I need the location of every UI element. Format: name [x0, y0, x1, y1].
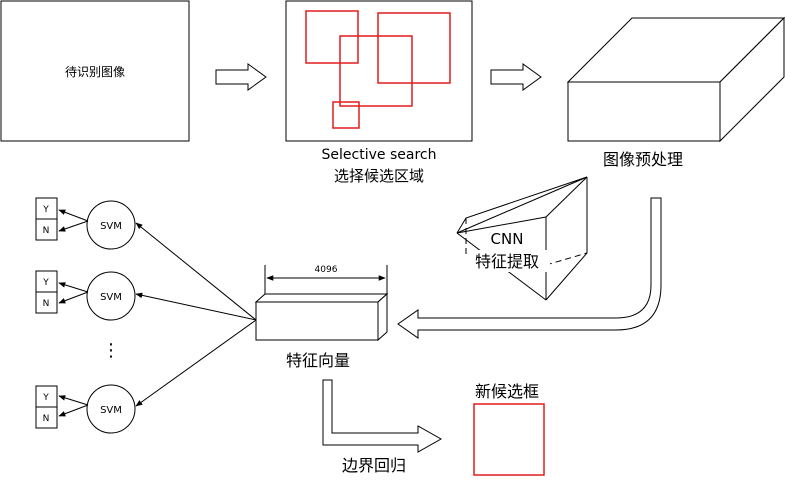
input-image-box: 待识别图像 [0, 0, 190, 142]
hollow-arrow-right-2 [490, 63, 542, 91]
cnn-label: CNN [491, 230, 524, 248]
hollow-arrow-right-1 [215, 63, 267, 91]
feature-vector-label: 特征向量 [286, 351, 350, 370]
ellipsis: ⋮ [102, 340, 120, 361]
new-candidate-label: 新候选框 [475, 382, 539, 401]
decision-yes: Y [42, 205, 49, 215]
decision-box-3: Y N [35, 385, 58, 429]
svm-node-2: SVM [86, 271, 136, 321]
svm-node-1: SVM [86, 200, 136, 250]
curved-hollow-arrow [397, 197, 662, 339]
svm-label: SVM [100, 405, 122, 416]
candidate-region [339, 35, 413, 107]
decision-no: N [43, 226, 50, 236]
arrow-to-svm-2 [135, 292, 257, 321]
new-candidate-box [473, 403, 545, 476]
feature-vector-box [254, 292, 389, 342]
regression-hollow-arrow [322, 379, 443, 453]
selective-search-box [285, 0, 473, 142]
candidate-region [332, 101, 360, 129]
selective-search-sublabel: 选择候选区域 [334, 167, 424, 185]
svm-label: SVM [100, 292, 122, 303]
decision-box-2: Y N [35, 270, 58, 314]
candidate-region [305, 10, 359, 64]
bbox-regression-label: 边界回归 [342, 456, 406, 475]
input-image-label: 待识别图像 [65, 65, 125, 79]
svm-label: SVM [100, 221, 122, 232]
decision-box-1: Y N [35, 197, 58, 241]
decision-no: N [43, 414, 50, 424]
cnn-frustum [456, 176, 588, 301]
arrow-to-svm-3 [135, 319, 257, 407]
candidate-region [377, 12, 451, 84]
dimension-label: 4096 [315, 265, 338, 275]
cnn-sublabel: 特征提取 [475, 252, 539, 271]
preprocess-label: 图像预处理 [603, 150, 683, 169]
dimension-marker [264, 265, 388, 296]
decision-no: N [43, 299, 50, 309]
svm-node-3: SVM [86, 384, 136, 434]
arrow-to-svm-1 [135, 222, 257, 321]
selective-search-label: Selective search [322, 147, 437, 163]
preprocess-box [566, 16, 785, 143]
decision-yes: Y [42, 393, 49, 403]
decision-yes: Y [42, 278, 49, 288]
